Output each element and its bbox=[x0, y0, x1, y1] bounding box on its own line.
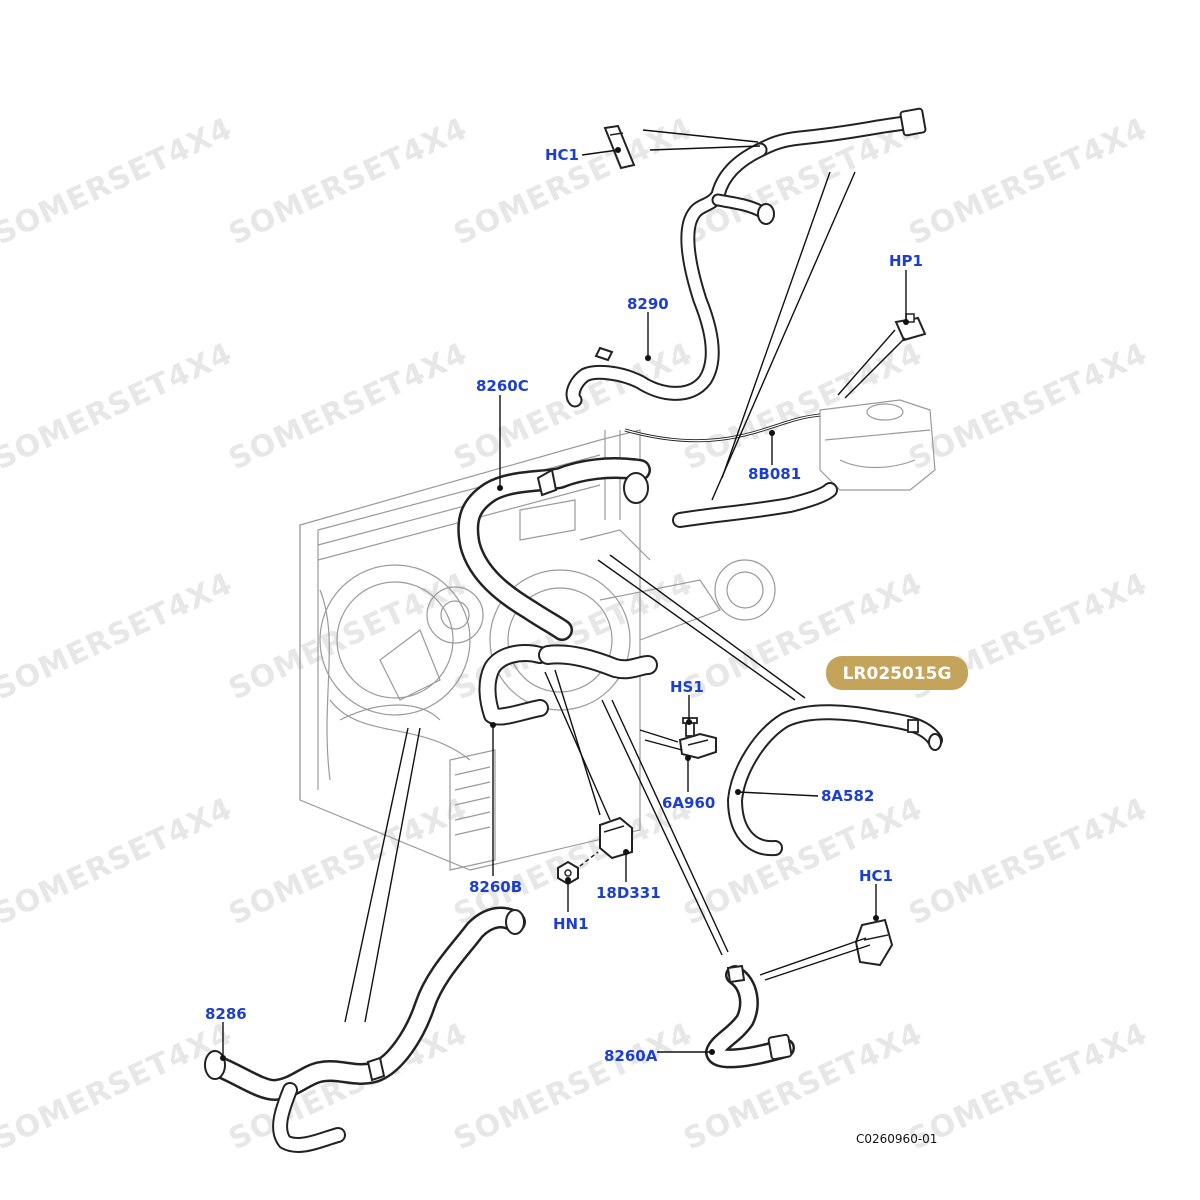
callout-8260c[interactable]: 8260C bbox=[476, 377, 529, 395]
watermark: SOMERSET4X4 bbox=[679, 791, 929, 932]
callout-8b081[interactable]: 8B081 bbox=[748, 465, 801, 483]
radiator-fan-assembly bbox=[299, 429, 776, 871]
callout-8260a[interactable]: 8260A bbox=[604, 1047, 658, 1065]
watermark: SOMERSET4X4 bbox=[224, 566, 474, 707]
callout-hn1[interactable]: HN1 bbox=[553, 915, 589, 933]
watermark: SOMERSET4X4 bbox=[904, 111, 1154, 252]
expansion-tank bbox=[819, 399, 936, 491]
hose-8290-assembly bbox=[565, 107, 927, 408]
hose-8260c bbox=[457, 457, 651, 641]
sensor-hp1 bbox=[894, 313, 927, 342]
clip-hc1-bottom bbox=[854, 918, 894, 967]
drawing-reference: C0260960-01 bbox=[856, 1132, 937, 1146]
watermark: SOMERSET4X4 bbox=[904, 1016, 1154, 1157]
callout-hc1-top[interactable]: HC1 bbox=[545, 146, 579, 164]
watermark: SOMERSET4X4 bbox=[0, 1016, 238, 1157]
assembly-leaders bbox=[344, 129, 906, 1023]
hose-8260b bbox=[478, 644, 658, 726]
mount-18d331 bbox=[599, 816, 633, 860]
hose-8a582 bbox=[727, 704, 943, 857]
watermark: SOMERSET4X4 bbox=[0, 791, 238, 932]
callout-labels: HC1 HP1 8290 8260C 8B081 HS1 6A960 8A582… bbox=[205, 146, 923, 1065]
callout-8286[interactable]: 8286 bbox=[205, 1005, 247, 1023]
part-number-badge[interactable]: LR025015G bbox=[826, 656, 968, 690]
nut-hn1 bbox=[557, 851, 599, 886]
callout-18d331[interactable]: 18D331 bbox=[596, 884, 661, 902]
watermark: SOMERSET4X4 bbox=[224, 111, 474, 252]
callout-hs1[interactable]: HS1 bbox=[670, 678, 704, 696]
hose-8260a bbox=[705, 964, 795, 1069]
watermark: SOMERSET4X4 bbox=[0, 111, 238, 252]
watermark: SOMERSET4X4 bbox=[449, 1016, 699, 1157]
callout-8a582[interactable]: 8A582 bbox=[821, 787, 874, 805]
badge-label: LR025015G bbox=[843, 664, 952, 684]
callout-6a960[interactable]: 6A960 bbox=[662, 794, 715, 812]
watermark: SOMERSET4X4 bbox=[0, 566, 238, 707]
watermark: SOMERSET4X4 bbox=[0, 336, 238, 477]
watermark: SOMERSET4X4 bbox=[224, 791, 474, 932]
callout-hp1[interactable]: HP1 bbox=[889, 252, 923, 270]
callout-hc1-bottom[interactable]: HC1 bbox=[859, 867, 893, 885]
watermark: SOMERSET4X4 bbox=[904, 336, 1154, 477]
callout-8290[interactable]: 8290 bbox=[627, 295, 669, 313]
hose-8286 bbox=[204, 906, 526, 1153]
bracket-6a960 bbox=[678, 732, 717, 760]
watermark: SOMERSET4X4 bbox=[904, 791, 1154, 932]
watermark: SOMERSET4X4 bbox=[224, 336, 474, 477]
callout-leaders bbox=[220, 147, 909, 1061]
callout-8260b[interactable]: 8260B bbox=[469, 878, 522, 896]
clip-hc1-top bbox=[603, 124, 636, 170]
badge-background bbox=[826, 656, 968, 690]
watermark-layer: SOMERSET4X4 SOMERSET4X4 SOMERSET4X4 SOME… bbox=[0, 111, 1153, 1157]
